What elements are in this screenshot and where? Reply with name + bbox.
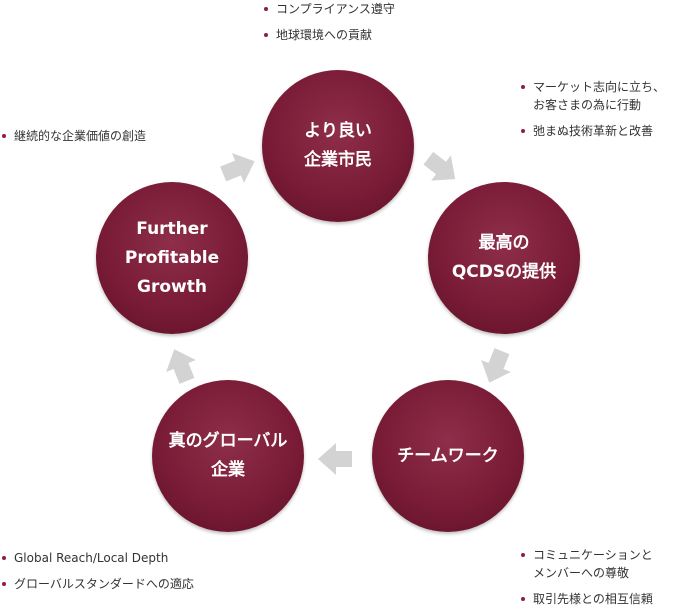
node-better-citizen: より良い 企業市民 <box>262 70 414 222</box>
bullets-bottom-left: Global Reach/Local Depth グローバルスタンダードへの適応 <box>2 549 194 601</box>
bullet-item: グローバルスタンダードへの適応 <box>2 575 194 593</box>
node-further-growth: Further Profitable Growth <box>96 182 248 334</box>
bullet-item: 取引先様との相互信頼 <box>521 590 653 608</box>
node-label: Further Profitable Growth <box>124 218 220 297</box>
bullet-item: 地球環境への貢献 <box>264 26 395 44</box>
arrow-teamwork-to-global <box>318 443 352 475</box>
node-true-global: 真のグローバル 企業 <box>152 380 304 532</box>
bullet-item: 継続的な企業価値の創造 <box>2 127 146 145</box>
bullet-item: 弛まぬ技術革新と改善 <box>521 122 665 140</box>
node-label: より良い 企業市民 <box>304 121 372 170</box>
node-label: チームワーク <box>397 445 499 466</box>
arrow-global-to-growth <box>166 349 196 384</box>
bullets-top: コンプライアンス遵守 地球環境への貢献 <box>264 0 395 52</box>
node-best-qcds: 最高の QCDSの提供 <box>428 182 580 334</box>
node-teamwork: チームワーク <box>372 380 524 532</box>
node-label: 真のグローバル 企業 <box>168 431 288 480</box>
bullet-item: コミュニケーションと メンバーへの尊敬 <box>521 546 653 582</box>
node-label: 最高の QCDSの提供 <box>451 233 557 282</box>
bullet-item: Global Reach/Local Depth <box>2 549 194 567</box>
bullet-item: コンプライアンス遵守 <box>264 0 395 18</box>
bullets-bottom-right: コミュニケーションと メンバーへの尊敬 取引先様との相互信頼 <box>521 546 653 616</box>
arrow-citizen-to-qcds <box>423 151 456 181</box>
arrow-growth-to-citizen <box>220 153 255 183</box>
bullet-item: マーケット志向に立ち、 お客さまの為に行動 <box>521 78 665 114</box>
arrow-qcds-to-teamwork <box>481 348 511 383</box>
bullets-right-top: マーケット志向に立ち、 お客さまの為に行動 弛まぬ技術革新と改善 <box>521 78 665 148</box>
bullets-left: 継続的な企業価値の創造 <box>2 127 146 153</box>
